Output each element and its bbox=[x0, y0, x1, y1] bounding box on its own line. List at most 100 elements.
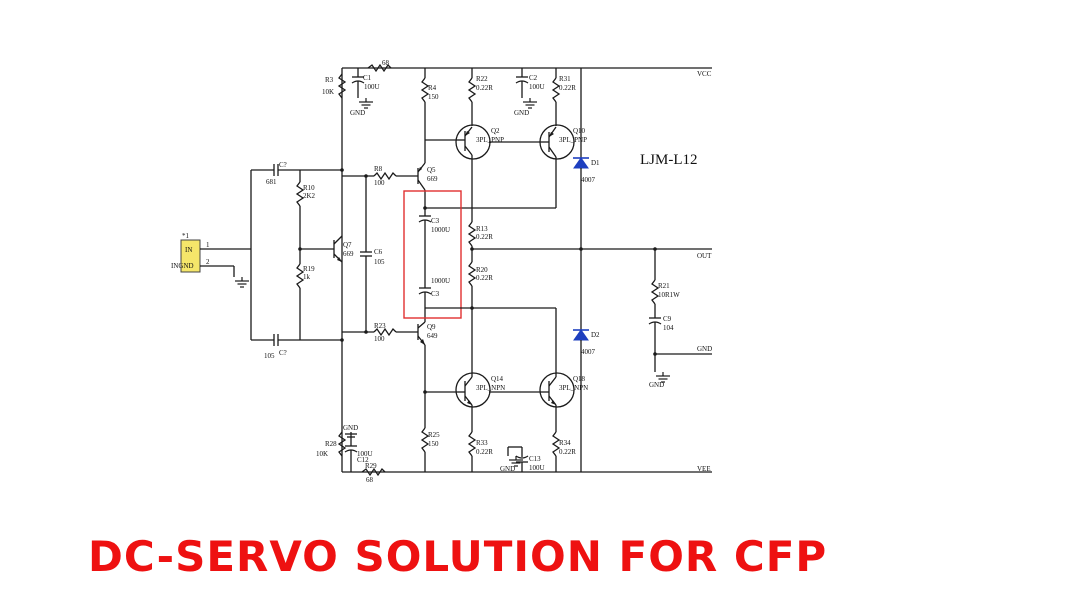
q10-value: 3PL_PNP bbox=[559, 136, 587, 144]
c-bottom-value: 105 bbox=[264, 352, 275, 360]
r22-label: R22 bbox=[476, 75, 488, 83]
r3-value: 10K bbox=[322, 88, 334, 96]
r4-label: R4 bbox=[428, 84, 437, 92]
transistor-q5 bbox=[417, 162, 426, 191]
capacitor-c-bottom bbox=[273, 334, 279, 346]
connector-ref: *1 bbox=[182, 232, 190, 240]
r23-label: R23 bbox=[374, 322, 386, 330]
resistor-r23 bbox=[373, 327, 397, 337]
page-title: DC-SERVO SOLUTION FOR CFP bbox=[88, 532, 828, 581]
transistor-q7 bbox=[300, 235, 343, 263]
rail-wires bbox=[341, 67, 712, 473]
capacitor-c9 bbox=[648, 317, 671, 383]
resistor-r33 bbox=[467, 431, 477, 457]
capacitor-c6 bbox=[360, 251, 372, 257]
resistor-r13 bbox=[467, 221, 477, 247]
r13-value: 0.22R bbox=[476, 233, 493, 241]
q9-label: Q9 bbox=[427, 323, 436, 331]
q2-value: 3PL_PNP bbox=[476, 136, 504, 144]
q7-value: 669 bbox=[343, 250, 354, 258]
r-top-value: 68 bbox=[382, 59, 390, 67]
gnd-lower-label: GND bbox=[343, 424, 358, 432]
r28-value: 10K bbox=[316, 450, 328, 458]
c3-lower-value: 1000U bbox=[431, 277, 450, 285]
d1-value: 4007 bbox=[581, 176, 596, 184]
d2-label: D2 bbox=[591, 331, 600, 339]
transistor-q9 bbox=[417, 321, 426, 346]
r21-value: 10R1W bbox=[658, 291, 680, 299]
q14-label: Q14 bbox=[491, 375, 504, 383]
r25-value: 150 bbox=[428, 440, 439, 448]
r20-label: R20 bbox=[476, 266, 488, 274]
diode-d2 bbox=[573, 329, 589, 341]
r33-label: R33 bbox=[476, 439, 488, 447]
gnd-net-label: GND bbox=[697, 345, 712, 353]
c12-label: C12 bbox=[357, 456, 369, 464]
highlight-box bbox=[403, 190, 462, 319]
q5-label: Q5 bbox=[427, 166, 436, 174]
r34-label: R34 bbox=[559, 439, 571, 447]
c9-value: 104 bbox=[663, 324, 674, 332]
resistor-r8 bbox=[373, 171, 397, 181]
connector-pin1-label: IN bbox=[185, 246, 192, 254]
c3-upper-label: C3 bbox=[431, 217, 440, 225]
c13-gnd-label: GND bbox=[500, 465, 515, 473]
r28-label: R28 bbox=[325, 440, 337, 448]
resistor-r28 bbox=[337, 431, 347, 457]
input-connector: *1 IN INGND 1 2 bbox=[171, 232, 210, 273]
q18-value: 3PL_NPN bbox=[559, 384, 588, 392]
r19-value: 1k bbox=[303, 273, 311, 281]
c-bottom-label: C? bbox=[279, 349, 287, 357]
c6-value: 105 bbox=[374, 258, 385, 266]
q14-value: 3PL_NPN bbox=[476, 384, 505, 392]
r8-value: 100 bbox=[374, 179, 385, 187]
resistor-r29 bbox=[361, 467, 386, 477]
r29-value: 68 bbox=[366, 476, 374, 484]
out-label: OUT bbox=[697, 252, 712, 260]
c12-value: 100U bbox=[357, 450, 373, 458]
r33-value: 0.22R bbox=[476, 448, 493, 456]
q7-label: Q7 bbox=[343, 241, 352, 249]
r8-label: R8 bbox=[374, 165, 383, 173]
resistor-r19 bbox=[295, 263, 305, 289]
connector-pin1: 1 bbox=[206, 241, 210, 249]
diode-d1 bbox=[573, 157, 589, 169]
transistor-q10 bbox=[539, 124, 575, 208]
r22-value: 0.22R bbox=[476, 84, 493, 92]
c1-value: 100U bbox=[364, 83, 380, 91]
c3-upper-value: 1000U bbox=[431, 226, 450, 234]
c13-label: C13 bbox=[529, 455, 541, 463]
c6-label: C6 bbox=[374, 248, 383, 256]
c3-lower-label: C3 bbox=[431, 290, 440, 298]
r25-label: R25 bbox=[428, 431, 440, 439]
c9-label: C9 bbox=[663, 315, 672, 323]
q10-label: Q10 bbox=[573, 127, 586, 135]
gnd-symbol-lower bbox=[345, 432, 357, 446]
capacitor-c1 bbox=[351, 68, 374, 109]
c2-label: C2 bbox=[529, 74, 538, 82]
connector-pin2-label: INGND bbox=[171, 262, 194, 270]
r31-label: R31 bbox=[559, 75, 571, 83]
r4-value: 150 bbox=[428, 93, 439, 101]
r34-value: 0.22R bbox=[559, 448, 576, 456]
q18-label: Q18 bbox=[573, 375, 586, 383]
resistor-r20 bbox=[467, 261, 477, 287]
capacitor-c-top bbox=[273, 164, 279, 176]
r3-label: R3 bbox=[325, 76, 334, 84]
d2-value: 4007 bbox=[581, 348, 596, 356]
r19-label: R19 bbox=[303, 265, 315, 273]
c1-gnd-label: GND bbox=[350, 109, 365, 117]
c2-value: 100U bbox=[529, 83, 545, 91]
resistor-r10 bbox=[295, 181, 305, 207]
resistor-r31 bbox=[551, 77, 561, 103]
vcc-label: VCC bbox=[697, 70, 712, 78]
transistor-q14 bbox=[455, 372, 491, 408]
c2-gnd-label: GND bbox=[514, 109, 529, 117]
vee-label: VEE bbox=[697, 465, 711, 473]
q9-value: 649 bbox=[427, 332, 438, 340]
r31-value: 0.22R bbox=[559, 84, 576, 92]
q5-value: 669 bbox=[427, 175, 438, 183]
capacitor-c2 bbox=[515, 68, 538, 109]
c1-label: C1 bbox=[363, 74, 372, 82]
c9-gnd-label: GND bbox=[649, 381, 664, 389]
